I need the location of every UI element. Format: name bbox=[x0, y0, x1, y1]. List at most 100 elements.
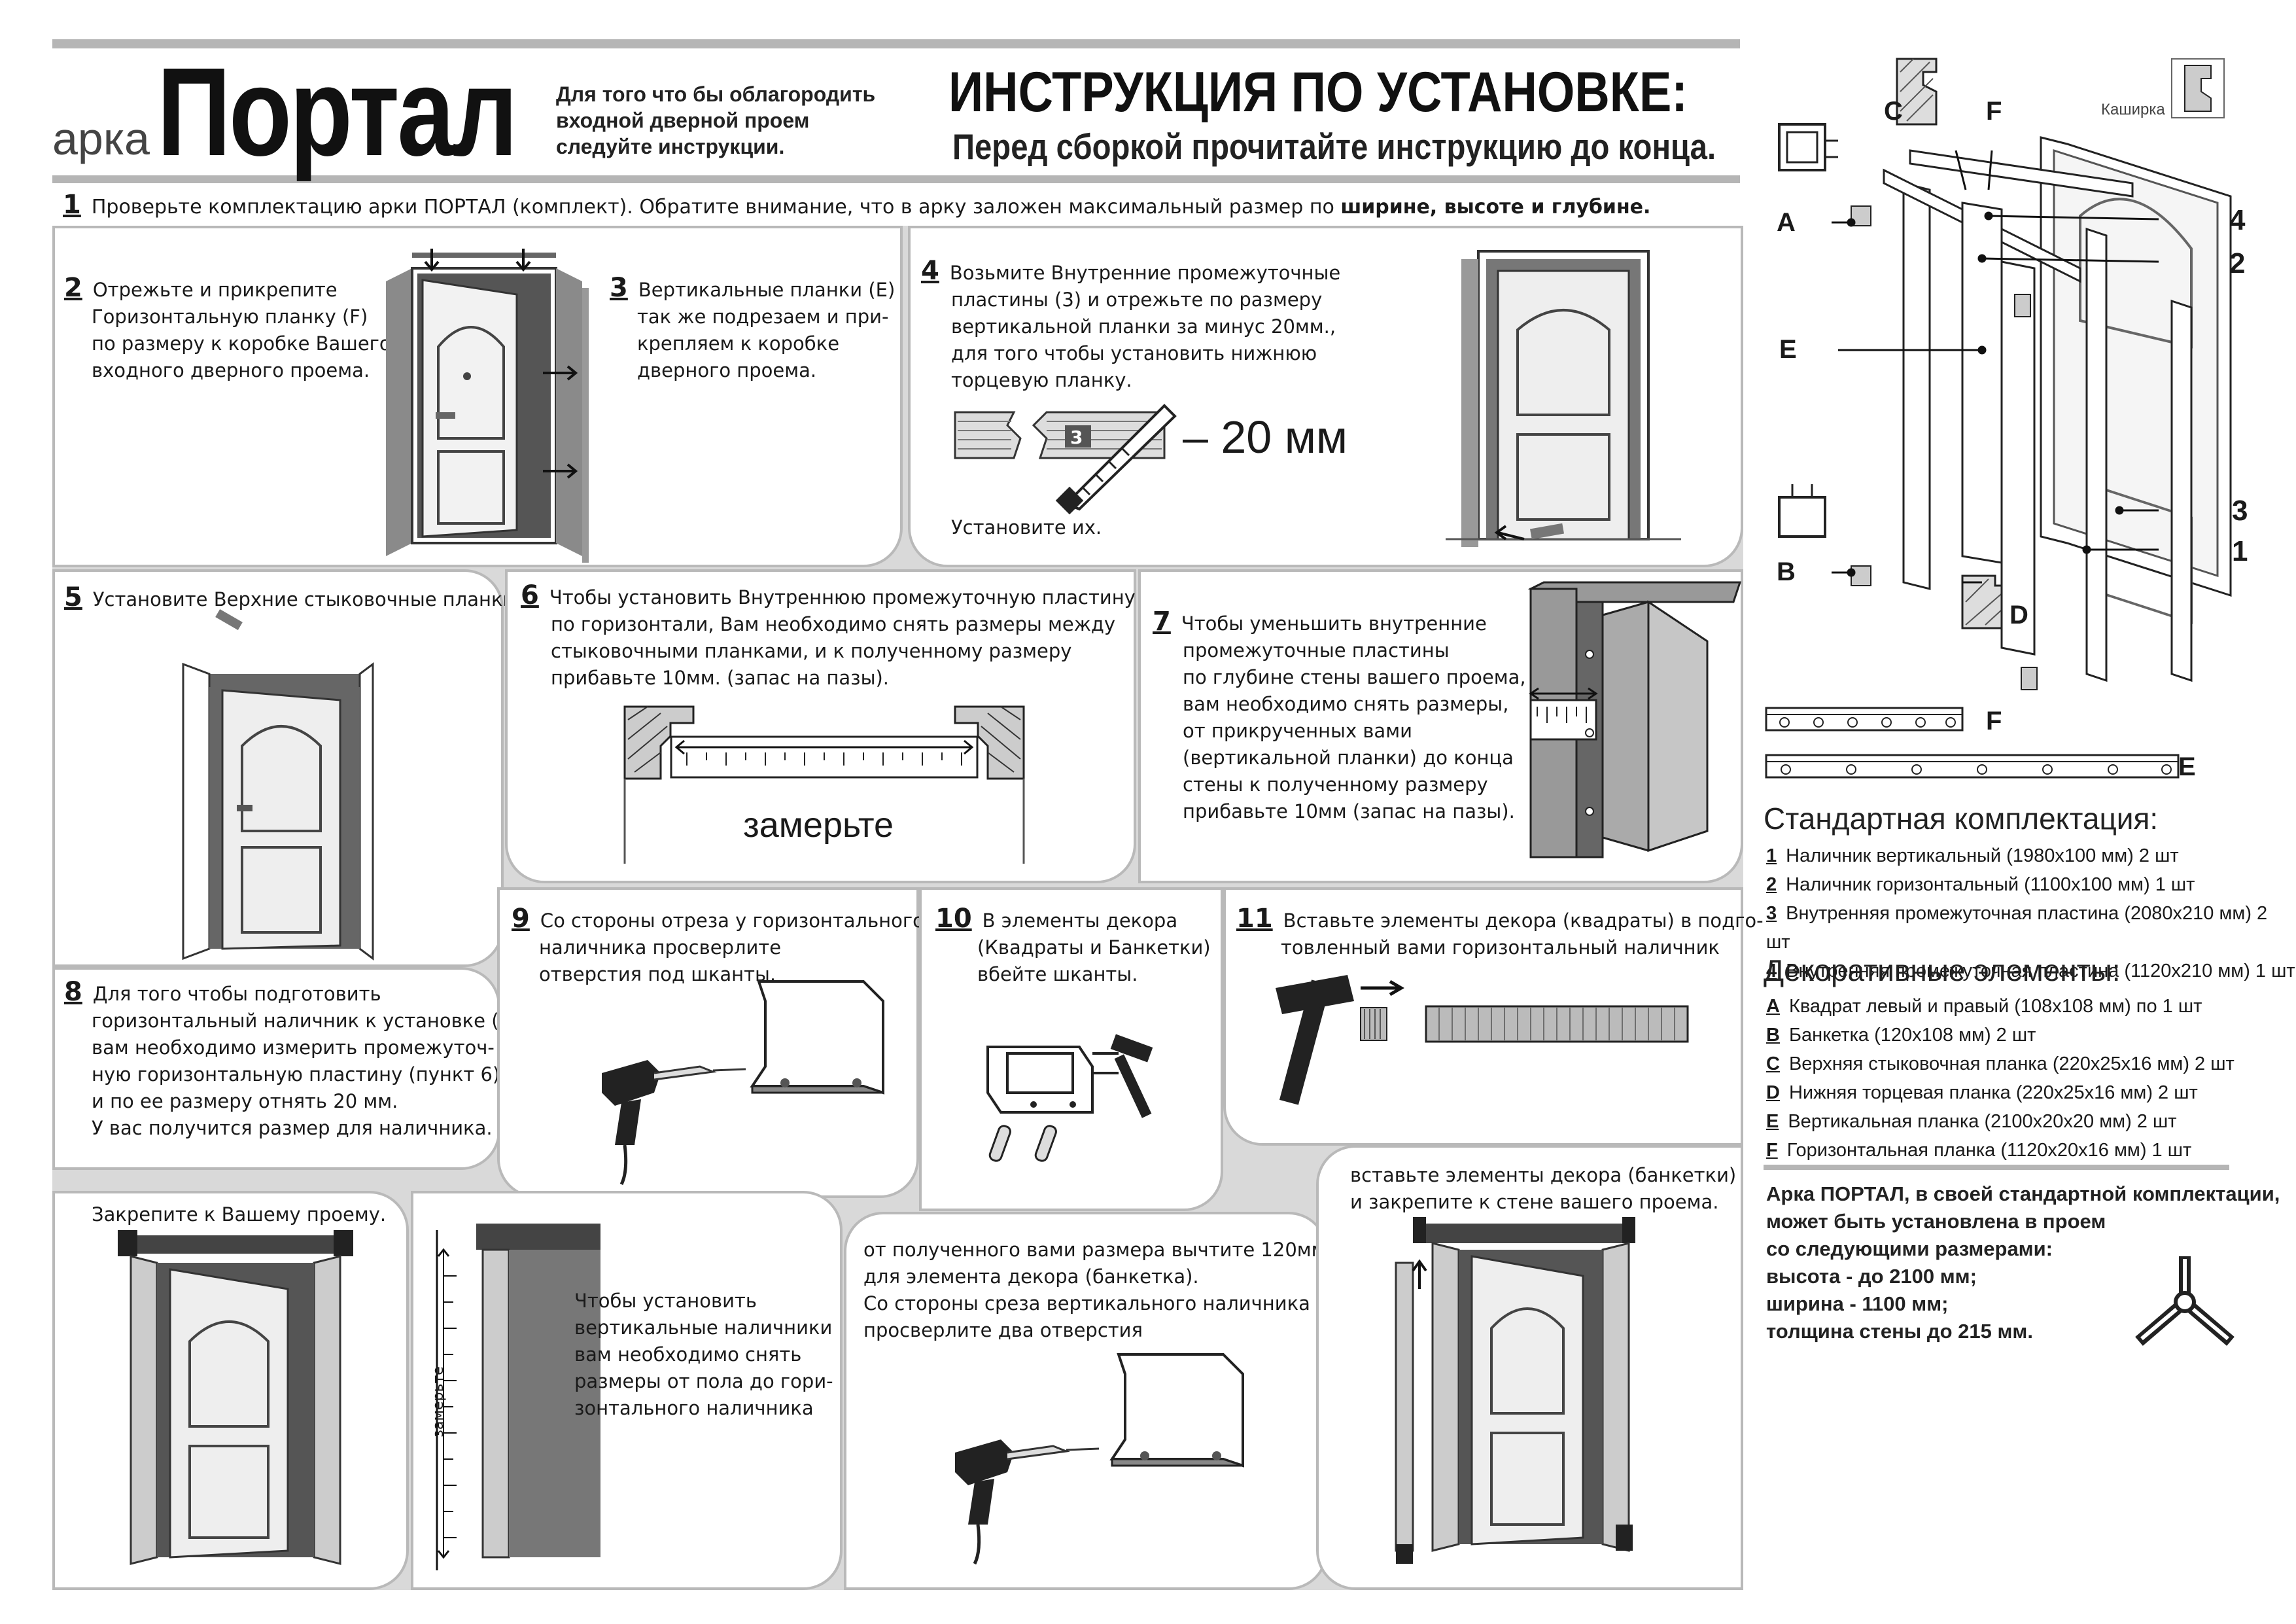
label-a: A bbox=[1777, 208, 1796, 237]
step-text-line: Возьмите Внутренние промежуточные bbox=[949, 262, 1341, 284]
step-text-line: стены к полученному размеру bbox=[1183, 773, 1488, 796]
step-text-line: вертикальные наличники bbox=[574, 1316, 833, 1339]
kit-title: Стандартная комплектация: bbox=[1764, 802, 2159, 836]
brand-portal: Портал bbox=[157, 41, 518, 182]
sizes-line: со следующими размерами: bbox=[1766, 1237, 2053, 1260]
step-text-line: вставьте элементы декора (банкетки) bbox=[1350, 1164, 1737, 1186]
arch-final-illustration bbox=[1395, 1217, 1635, 1564]
step-text-line: Со стороны среза вертикального наличника bbox=[863, 1292, 1310, 1315]
step-text-line: и закрепите к стене вашего проема. bbox=[1350, 1191, 1719, 1213]
strip-e-label: E bbox=[2178, 752, 2196, 781]
step-text-line: вам необходимо снять bbox=[574, 1343, 802, 1366]
step-text-line: Горизонтальную планку (F) bbox=[92, 306, 368, 328]
label-d: D bbox=[2009, 601, 2028, 629]
header-top-rule bbox=[52, 39, 1740, 48]
sizes-block: Арка ПОРТАЛ, в своей стандартной комплек… bbox=[1766, 1180, 2280, 1345]
step-text-line: вам необходимо измерить промежуточ- bbox=[92, 1036, 495, 1059]
step-text-line: пластины (3) и отрежьте по размеру bbox=[951, 289, 1323, 311]
decor-title: Декоративные элементы: bbox=[1764, 953, 2121, 987]
step-text-line: просверлите два отверстия bbox=[863, 1319, 1143, 1341]
step-text-line: Вставьте элементы декора (квадраты) в по… bbox=[1283, 909, 1764, 932]
step-text-line: стыковочными планками, и к полученному р… bbox=[551, 640, 1072, 662]
kashirka-label: Каширка bbox=[2101, 101, 2165, 118]
step-text-line: В элементы декора bbox=[982, 909, 1178, 932]
step-text-line: ную горизонтальную пластину (пункт 6) bbox=[92, 1063, 500, 1086]
step-text-line: по глубине стены вашего проема, bbox=[1183, 666, 1526, 688]
strip-f-label: F bbox=[1986, 707, 2002, 735]
label-4: 4 bbox=[2229, 204, 2246, 236]
step-text-line: по размеру к коробке Вашего bbox=[92, 332, 391, 355]
label-3: 3 bbox=[2232, 495, 2248, 527]
sizes-bold-line: толщина стены до 215 мм. bbox=[1766, 1320, 2033, 1343]
step-text-line: Чтобы установить Внутреннюю промежуточну… bbox=[549, 586, 1136, 609]
bottom-2-text: Чтобы установить вертикальные наличники … bbox=[574, 1288, 833, 1422]
wall-depth-illustration bbox=[1527, 581, 1742, 858]
step-text-line: размеры от пола до гори- bbox=[574, 1370, 833, 1392]
door-illustration bbox=[386, 249, 582, 556]
drill-illustration bbox=[602, 980, 884, 1186]
label-e: E bbox=[1779, 335, 1797, 364]
sizes-bold-line: ширина - 1100 мм; bbox=[1766, 1292, 1949, 1315]
step-text-line: прибавьте 10мм (запас на пазы). bbox=[1183, 800, 1515, 822]
panel-step-10 bbox=[919, 887, 1223, 1211]
step-text-line: (Квадраты и Банкетки) bbox=[977, 936, 1211, 959]
step-text-line: так же подрезаем и при- bbox=[637, 306, 889, 328]
step-number: 5 bbox=[64, 582, 82, 612]
step-text-line: горизонтальный наличник к установке (2) bbox=[92, 1010, 519, 1032]
label-1: 1 bbox=[2232, 535, 2248, 567]
step-text-line: Чтобы установить bbox=[574, 1290, 757, 1312]
step-6: 6 Чтобы установить Внутреннюю промежуточн… bbox=[521, 582, 1136, 692]
dowel-hammer-illustration bbox=[986, 1034, 1153, 1162]
step-text-line: зонтального наличника bbox=[574, 1397, 814, 1419]
bottom-3-text: от полученного вами размера вычтите 120м… bbox=[863, 1237, 1326, 1344]
step-5: 5 Установите Верхние стыковочные планки. bbox=[64, 582, 521, 613]
strip-e bbox=[1765, 754, 2180, 779]
exploded-assembly-diagram bbox=[1778, 58, 2232, 690]
step-text-line: Для того чтобы подготовить bbox=[92, 983, 381, 1005]
sizes-bold-line: высота - до 2100 мм; bbox=[1766, 1265, 1977, 1288]
insert-square-illustration bbox=[1276, 975, 1689, 1105]
measure-between-illustration bbox=[623, 705, 1025, 864]
header-bottom-rule bbox=[52, 175, 1740, 183]
step-text-line: для элемента декора (банкетка). bbox=[863, 1265, 1199, 1288]
step-text-line: Со стороны отреза у горизонтального bbox=[540, 909, 924, 932]
step-text-line: товленный вами горизонтальный наличник bbox=[1281, 936, 1720, 959]
step-text-line: от полученного вами размера вычтите 120м… bbox=[863, 1239, 1326, 1261]
strip-f bbox=[1765, 707, 1964, 732]
step-number: 6 bbox=[521, 580, 539, 610]
step-1-bold: ширине, высоте и глубине. bbox=[1340, 196, 1651, 219]
brand-arka: арка bbox=[52, 113, 150, 164]
plate-cut-illustration: 3 bbox=[954, 404, 1177, 515]
step-1-text: Проверьте комплектацию арки ПОРТАЛ (комп… bbox=[91, 196, 1341, 219]
step-text-line: Чтобы уменьшить внутренние bbox=[1181, 612, 1487, 635]
header-intro-line: входной дверной проем bbox=[556, 109, 810, 132]
step-text-line: вбейте шканты. bbox=[977, 963, 1138, 985]
bottom-4-text: вставьте элементы декора (банкетки) и за… bbox=[1350, 1162, 1736, 1216]
arch-top-illustration bbox=[182, 609, 374, 961]
measure-label: замерьте bbox=[743, 805, 894, 845]
step-text-line: Вертикальные планки (E) bbox=[638, 279, 896, 301]
step-text-line: вам необходимо снять размеры, bbox=[1183, 693, 1509, 715]
arch-installed-illustration bbox=[118, 1230, 353, 1565]
label-c: C bbox=[1884, 97, 1903, 126]
plate-label: 3 bbox=[1070, 427, 1083, 448]
page-title: ИНСТРУКЦИЯ ПО УСТАНОВКЕ: bbox=[948, 61, 1688, 124]
step-text-line: Установите Верхние стыковочные планки. bbox=[92, 588, 521, 610]
step-text-line: дверного проема. bbox=[637, 359, 817, 381]
step-text-line: по горизонтали, Вам необходимо снять раз… bbox=[551, 613, 1116, 635]
step-number: 10 bbox=[935, 904, 972, 934]
sizes-line: может быть установлена в проем bbox=[1766, 1210, 2106, 1233]
